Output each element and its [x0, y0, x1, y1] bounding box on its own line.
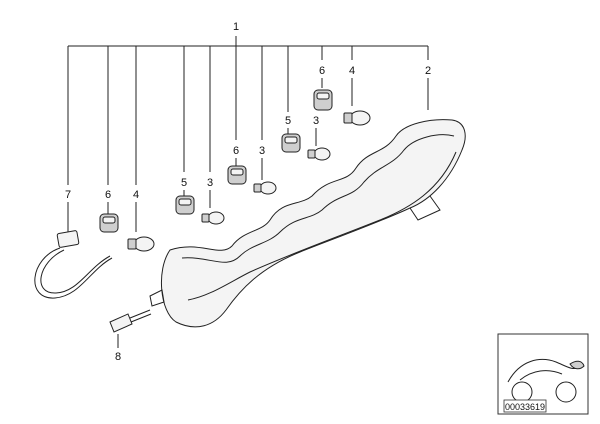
socket-6-mid — [227, 165, 247, 185]
callout-5-low: 5 — [181, 177, 187, 189]
wire-harness — [34, 230, 113, 299]
socket-6-low — [99, 213, 119, 233]
tail-light-housing — [149, 119, 466, 328]
callout-3-low: 3 — [207, 177, 213, 189]
diagram-code: 00033619 — [505, 402, 545, 412]
bulb-3-low — [201, 211, 225, 225]
callout-4-top: 4 — [349, 65, 355, 77]
bulb-4-top — [343, 110, 371, 126]
callout-5-mid: 5 — [285, 115, 291, 127]
callout-3-mid: 3 — [313, 115, 319, 127]
bulb-3-mid2 — [253, 181, 277, 195]
bulb-3-mid — [307, 147, 331, 161]
bulb-4-low — [127, 236, 155, 252]
callout-6-low: 6 — [105, 189, 111, 201]
callout-6-mid: 6 — [233, 145, 239, 157]
socket-5-mid — [281, 133, 301, 153]
socket-5-low — [175, 195, 195, 215]
assembly-bracket — [67, 36, 429, 185]
callout-3-mid2: 3 — [259, 145, 265, 157]
callout-4-low: 4 — [133, 189, 139, 201]
screw — [109, 309, 152, 333]
code-frame — [503, 399, 547, 413]
callout-7: 7 — [65, 189, 71, 201]
callout-2: 2 — [425, 65, 431, 77]
callout-1: 1 — [233, 21, 239, 33]
callout-8: 8 — [115, 351, 121, 363]
socket-6-top — [313, 89, 333, 111]
callout-6-top: 6 — [319, 65, 325, 77]
